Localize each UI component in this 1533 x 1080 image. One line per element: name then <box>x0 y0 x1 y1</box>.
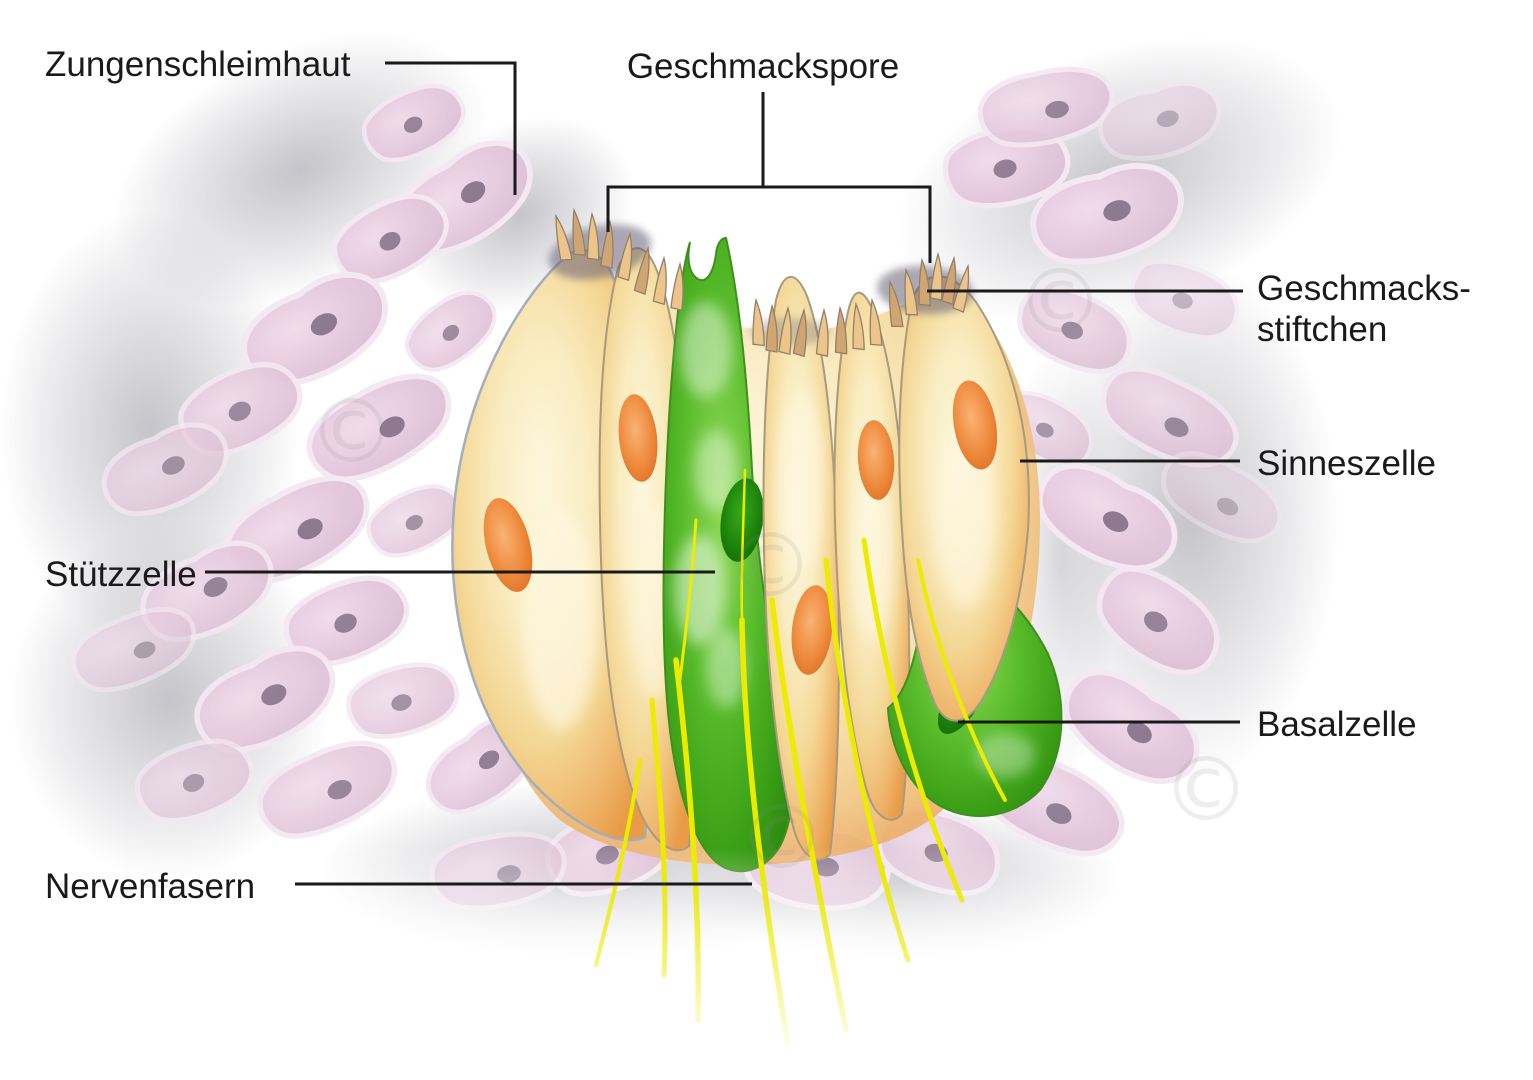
label-tongue-mucosa: Zungenschleimhaut <box>45 45 351 84</box>
cell-nucleus <box>720 478 764 562</box>
cell-nucleus <box>483 498 533 592</box>
leader-lines <box>205 61 1243 886</box>
label-nerve-fibers: Nervenfasern <box>45 867 256 906</box>
label-sensory-cell: Sinneszelle <box>1257 444 1436 483</box>
nerve-fiber <box>739 617 791 1048</box>
label-supporting-cell: Stützzelle <box>45 555 197 594</box>
nerve-fiber <box>649 697 668 978</box>
label-taste-hairs-line2: stiftchen <box>1257 310 1388 349</box>
leader-line-tongue-mucosa <box>385 61 517 195</box>
nerve-fiber <box>823 557 911 963</box>
label-taste-pore: Geschmackspore <box>626 47 900 86</box>
watermarks: © © © © © <box>308 250 1250 889</box>
nerve-fiber <box>594 758 642 967</box>
nerve-fiber <box>673 657 701 1023</box>
nerve-fiber <box>861 537 965 903</box>
watermark: © <box>726 514 814 617</box>
label-basal-cell: Basalzelle <box>1257 705 1417 744</box>
watermark: © <box>308 380 396 483</box>
nerve-fiber <box>916 558 1007 802</box>
label-taste-hairs: Geschmacks- stiftchen <box>1257 268 1471 350</box>
epithelial-cell <box>340 650 465 750</box>
label-taste-hairs-line1: Geschmacks- <box>1257 269 1471 308</box>
sensory-cell <box>762 275 840 861</box>
leader-line-taste-pore <box>606 92 932 263</box>
nerve-fibers <box>594 468 1007 1048</box>
cell-nucleus <box>857 420 895 500</box>
nerve-fiber <box>740 468 747 622</box>
watermark: © <box>1162 738 1250 841</box>
watermark: © <box>1016 250 1104 353</box>
nerve-fiber <box>678 518 698 682</box>
cell-nucleus <box>952 380 998 470</box>
watermark: © <box>738 786 826 889</box>
cell-nucleus <box>618 394 658 482</box>
cell-nucleus <box>791 585 833 675</box>
nerve-fiber <box>769 597 849 1033</box>
